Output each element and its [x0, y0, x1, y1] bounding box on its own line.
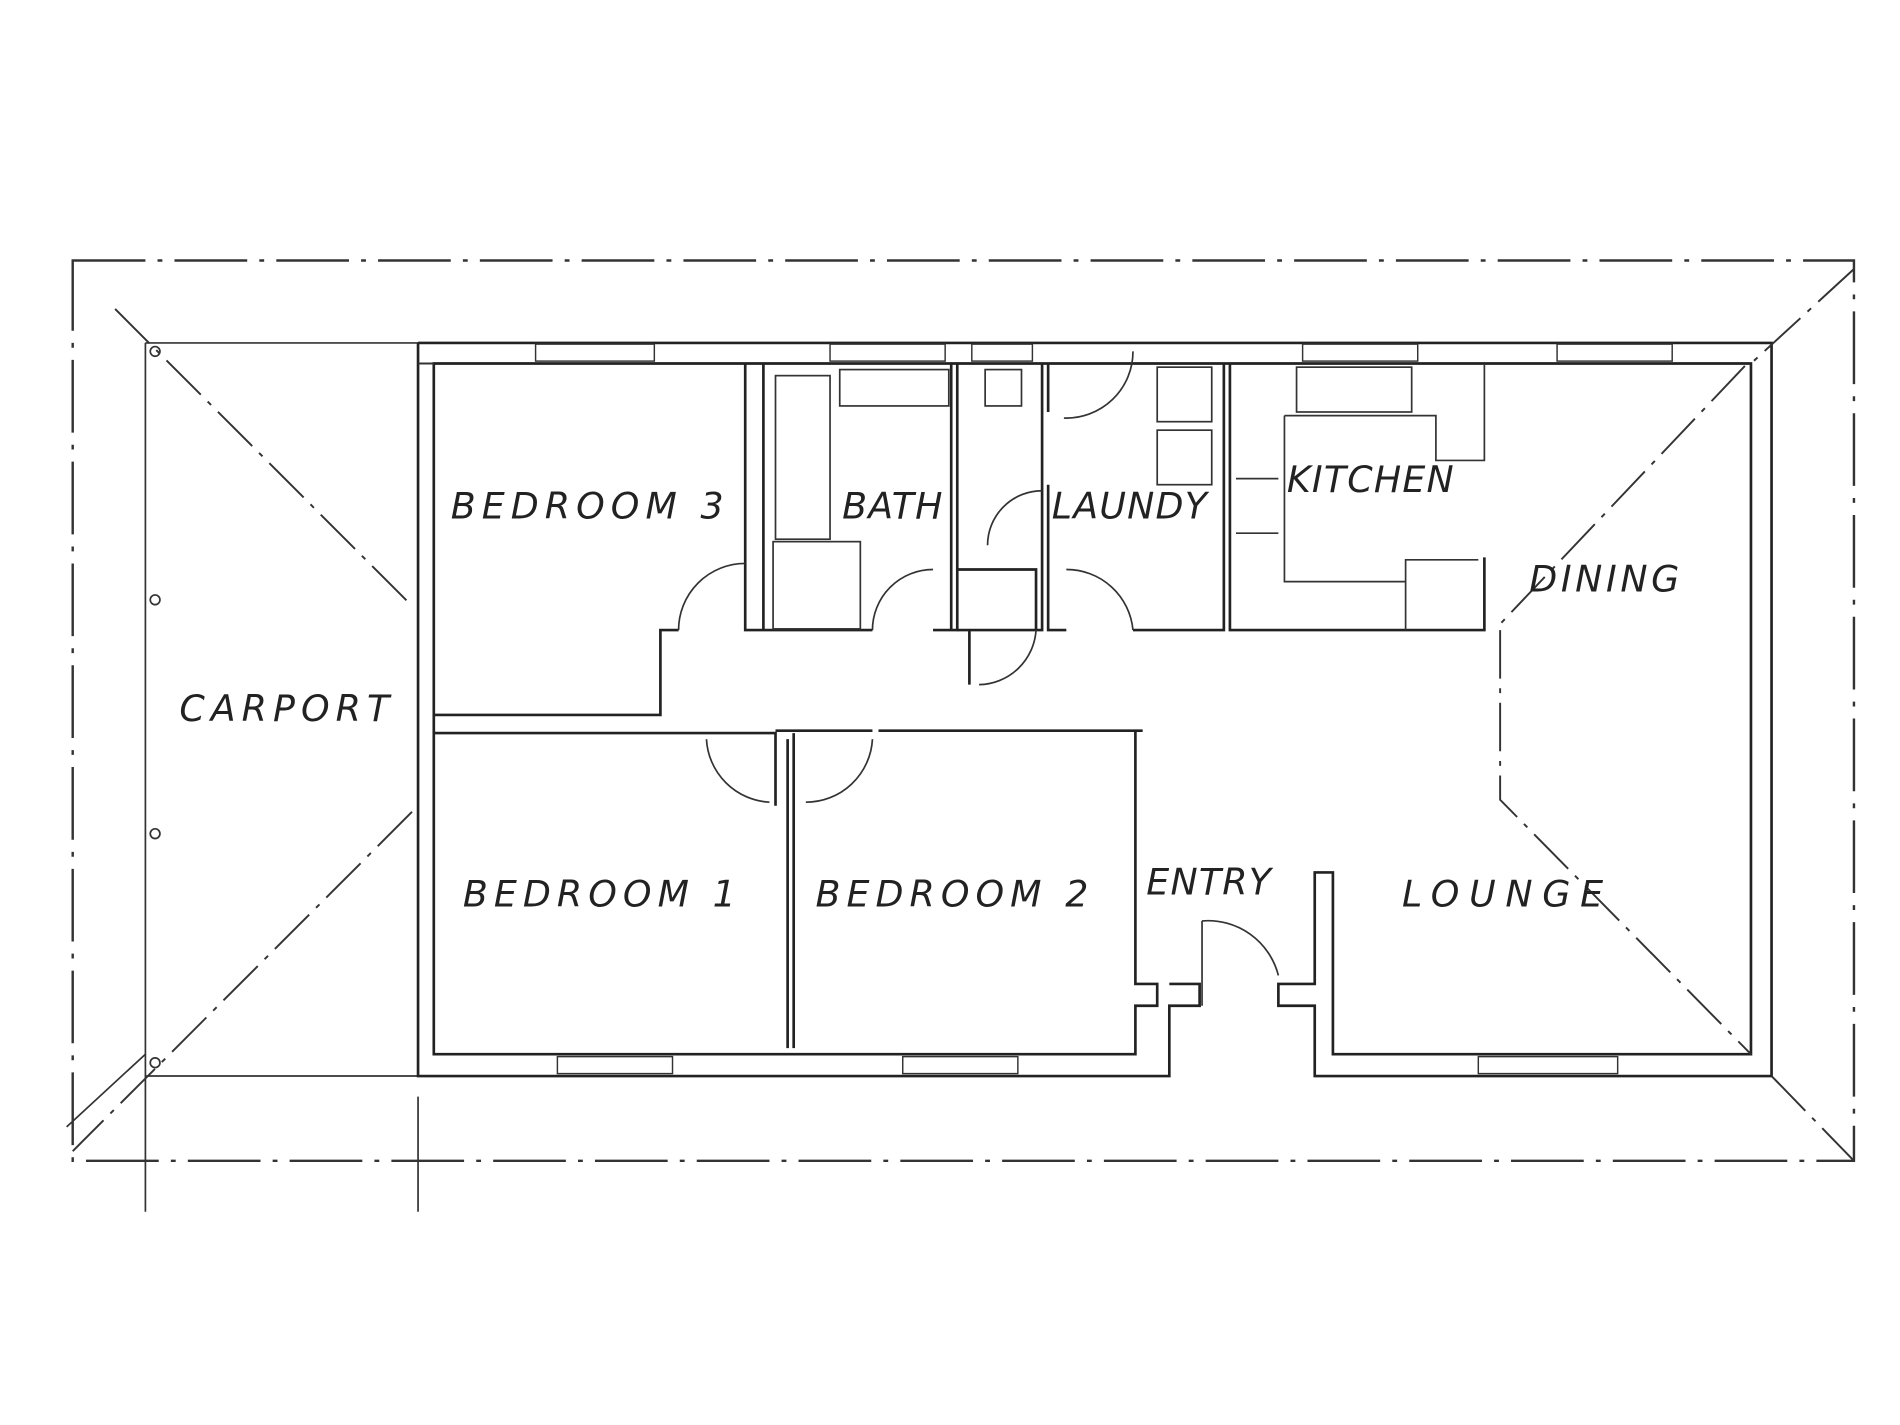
stove [1295, 366, 1413, 413]
room-label-entry: ENTRY [1146, 860, 1273, 903]
room-label-lounge: LOUNGE [1402, 872, 1613, 915]
interior-walls [433, 363, 1486, 1049]
room-label-bedroom2: BEDROOM 2 [815, 872, 1094, 915]
door-swings [677, 351, 1280, 1006]
exterior-walls [416, 341, 1773, 1078]
roof-hip-lines [418, 268, 1855, 1162]
laundry-tub [1156, 366, 1213, 423]
windows [534, 343, 1673, 1075]
bathtub [774, 374, 831, 541]
room-label-bedroom1: BEDROOM 1 [463, 872, 742, 915]
room-label-kitchen: KITCHEN [1287, 458, 1455, 501]
toilet [984, 368, 1023, 407]
room-label-bedroom3: BEDROOM 3 [451, 485, 730, 528]
room-label-carport: CARPORT [179, 687, 395, 730]
carport-area [72, 308, 419, 1152]
room-label-laundry: LAUNDY [1052, 485, 1210, 528]
fixtures [772, 363, 1486, 631]
room-label-bath: BATH [842, 485, 944, 528]
washer [1156, 429, 1213, 486]
bath-vanity [838, 368, 950, 407]
shower [772, 540, 862, 630]
room-label-dining: DINING [1529, 557, 1683, 600]
